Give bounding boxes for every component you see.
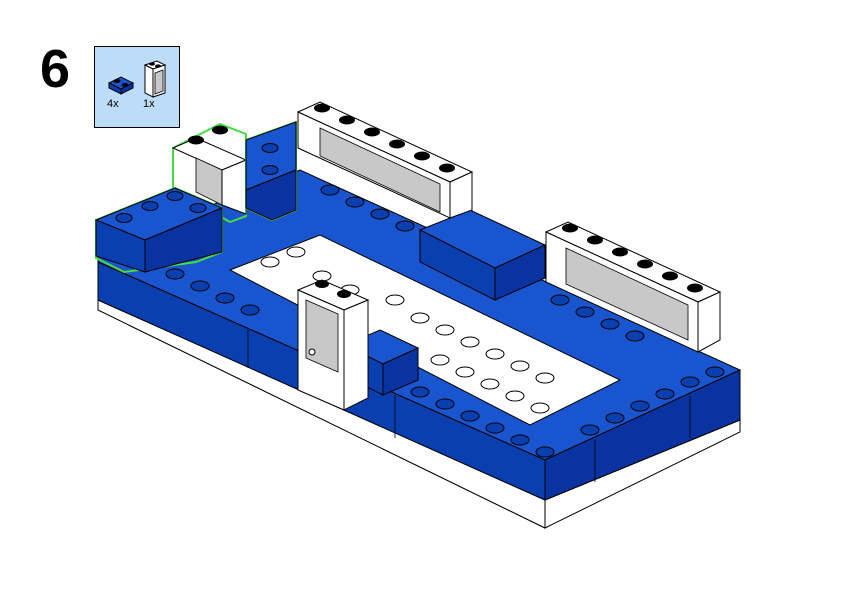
door <box>296 279 370 411</box>
part-count-window: 1x <box>143 98 155 110</box>
raised-wall-block <box>343 209 547 396</box>
part-count-brick: 4x <box>107 98 119 110</box>
step-number: 6 <box>40 39 71 99</box>
parts-list-box: 4x 1x <box>94 46 180 128</box>
white-window-1x2x2-icon <box>143 60 167 98</box>
window-right <box>544 221 722 353</box>
highlighted-new-parts <box>94 120 297 274</box>
blue-brick-1x2-icon <box>107 76 135 95</box>
wall-studs <box>140 184 725 458</box>
window-back <box>296 101 474 219</box>
